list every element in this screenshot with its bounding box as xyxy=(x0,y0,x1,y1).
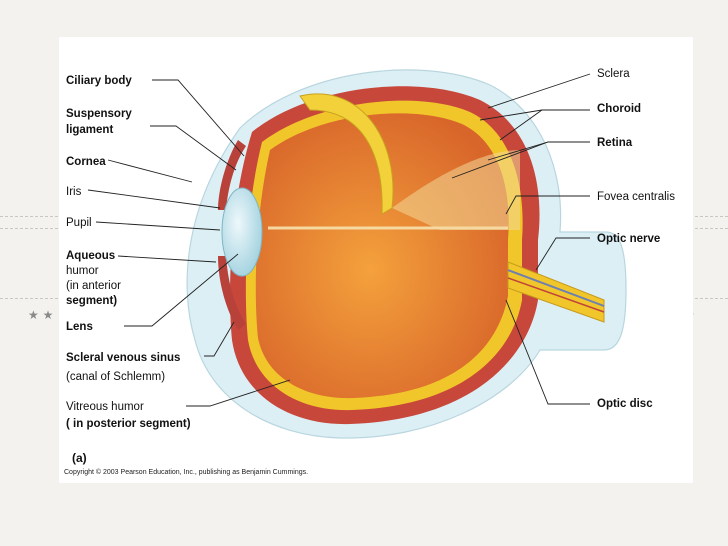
label-suspensory-1: Suspensory xyxy=(66,108,132,120)
copyright-line: Copyright © 2003 Pearson Education, Inc.… xyxy=(64,469,309,476)
optic-nerve-shape xyxy=(507,261,605,323)
label-fovea-centralis: Fovea centralis xyxy=(597,191,675,203)
iris-ciliary-shape xyxy=(218,140,246,330)
label-aqueous-1: Aqueous xyxy=(66,250,116,262)
label-optic-nerve: Optic nerve xyxy=(597,233,661,245)
label-aqueous-2: humor xyxy=(66,265,99,277)
label-cornea: Cornea xyxy=(66,156,106,168)
label-sclera: Sclera xyxy=(597,68,630,80)
lens-shape xyxy=(221,187,263,277)
figure-panel-letter: (a) xyxy=(72,451,87,465)
label-suspensory-2: ligament xyxy=(66,124,114,136)
label-retina: Retina xyxy=(597,137,633,149)
label-aqueous-4: segment) xyxy=(66,295,118,307)
label-scleral-2: (canal of Schlemm) xyxy=(66,371,166,383)
label-vitreous-1: Vitreous humor xyxy=(66,401,144,413)
label-pupil: Pupil xyxy=(66,217,92,229)
label-scleral-1: Scleral venous sinus xyxy=(66,352,181,364)
label-vitreous-2: ( in posterior segment) xyxy=(66,418,191,430)
label-ciliary-body: Ciliary body xyxy=(66,75,132,87)
label-aqueous-3: (in anterior xyxy=(66,280,121,292)
leader-lines xyxy=(87,73,591,407)
label-lens: Lens xyxy=(66,321,93,333)
cutaway-flap xyxy=(268,93,520,230)
label-iris: Iris xyxy=(66,186,82,198)
star-icon-left: ★ ★ xyxy=(28,308,54,322)
label-optic-disc: Optic disc xyxy=(597,398,653,410)
label-choroid: Choroid xyxy=(597,103,642,115)
